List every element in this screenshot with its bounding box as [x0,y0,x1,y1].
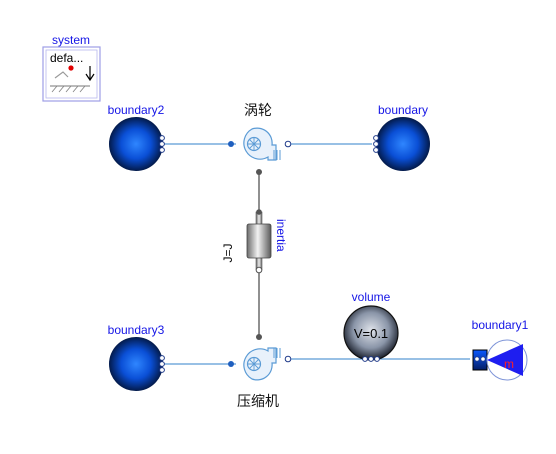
boundary1-port-1[interactable] [474,356,480,362]
system-inner-frame [45,49,98,99]
volume-port-3[interactable] [374,356,380,362]
inertia-port-top[interactable] [256,209,262,215]
boundary1-label: boundary1 [472,318,529,332]
boundary1-symbol: m [504,357,514,371]
turbine-component[interactable]: 涡轮 [228,102,292,175]
compressor-blades-icon [247,357,261,371]
boundary3-body [109,337,163,391]
turbine-label: 涡轮 [244,102,272,118]
system-block[interactable]: system defa... [42,33,101,102]
inertia-param: J=J [221,243,235,262]
compressor-component[interactable]: 压缩机 [228,334,292,409]
boundary1-component[interactable]: boundary1 m [472,318,529,381]
boundary3-label: boundary3 [108,323,165,337]
compressor-outlet-port[interactable] [284,355,292,363]
system-value: defa... [50,51,83,65]
inertia-component[interactable]: inertia J=J [221,209,288,274]
boundary-label: boundary [378,103,428,117]
compressor-label: 压缩机 [237,393,279,409]
compressor-shaft-port[interactable] [256,334,262,340]
system-dot-icon [68,65,74,71]
boundary3-component[interactable]: boundary3 [108,323,165,391]
boundary3-port-3[interactable] [159,367,165,373]
system-gravity-arrow-icon [85,66,95,82]
volume-port-1[interactable] [362,356,368,362]
boundary3-port-2[interactable] [159,361,165,367]
system-ground-hatch-icon [51,85,86,93]
boundary3-port-1[interactable] [159,355,165,361]
boundary-port-1[interactable] [373,135,379,141]
volume-port-2[interactable] [368,356,374,362]
inertia-body [246,223,272,259]
turbine-blades-icon [247,137,261,151]
boundary2-label: boundary2 [108,103,165,117]
boundary2-port-3[interactable] [159,147,165,153]
turbine-shaft-port[interactable] [256,169,262,175]
turbine-outlet-port[interactable] [284,140,292,148]
turbine-inlet-port[interactable] [228,141,234,147]
boundary2-port-2[interactable] [159,141,165,147]
turbine-outlet-lines-icon [273,150,281,160]
inertia-label: inertia [274,219,288,252]
boundary1-flow-arrow-icon [487,344,523,376]
volume-label: volume [352,290,391,304]
system-pendulum-icon [54,71,69,79]
compressor-outlet-lines-icon [273,348,281,358]
boundary2-component[interactable]: boundary2 [108,103,165,171]
boundary-port-2[interactable] [373,141,379,147]
inertia-port-bottom[interactable] [255,266,263,274]
volume-component[interactable]: volume V=0.1 [343,290,399,362]
boundary1-port-2[interactable] [480,356,486,362]
boundary-component[interactable]: boundary [373,103,430,171]
system-label: system [52,33,90,47]
boundary2-body [109,117,163,171]
compressor-inlet-port[interactable] [228,361,234,367]
boundary-body [376,117,430,171]
boundary-port-3[interactable] [373,147,379,153]
boundary2-port-1[interactable] [159,135,165,141]
volume-value: V=0.1 [354,326,388,341]
